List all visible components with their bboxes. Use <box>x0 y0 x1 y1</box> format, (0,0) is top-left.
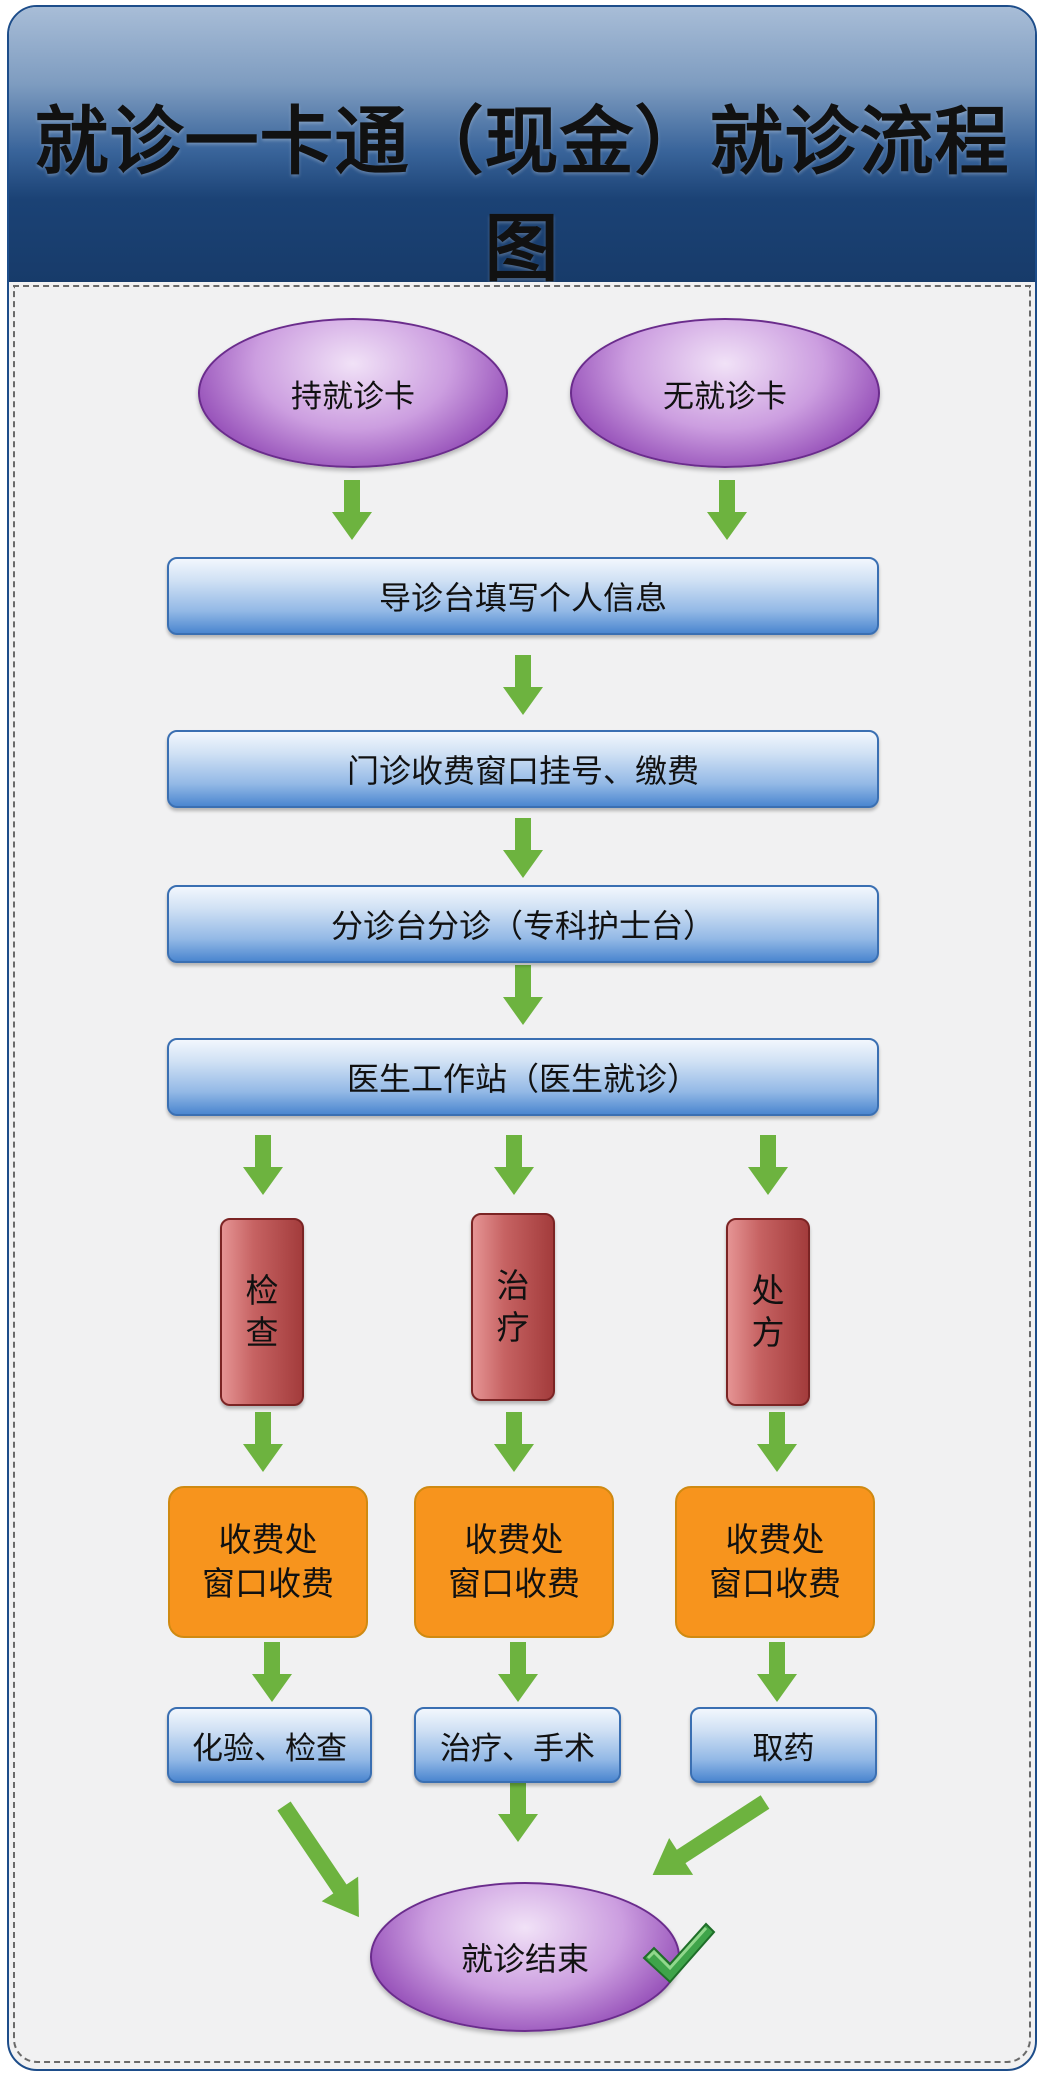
no-card-node: 无就诊卡 <box>570 318 880 468</box>
payment-label-line1: 收费处 <box>725 1520 825 1559</box>
arrow-down-icon <box>757 1642 797 1702</box>
arrow-down-icon <box>503 655 543 715</box>
arrow-diagonal-icon <box>652 1795 770 1875</box>
has-card-node: 持就诊卡 <box>198 318 508 468</box>
arrow-down-icon <box>498 1782 538 1842</box>
doctor-step: 医生工作站（医生就诊） <box>167 1038 879 1116</box>
treatment-label-char2: 疗 <box>496 1308 530 1347</box>
triage-step: 分诊台分诊（专科护士台） <box>167 885 879 963</box>
surgery-label: 治疗、手术 <box>440 1730 595 1767</box>
arrow-down-icon <box>494 1135 534 1195</box>
surgery-step: 治疗、手术 <box>414 1707 621 1783</box>
prescription-branch: 处 方 <box>726 1218 810 1406</box>
doctor-label: 医生工作站（医生就诊） <box>346 1060 699 1098</box>
lab-exam-step: 化验、检查 <box>167 1707 372 1783</box>
arrow-down-icon <box>332 480 372 540</box>
prescription-label-char2: 方 <box>751 1313 785 1352</box>
end-label: 就诊结束 <box>460 1940 589 1978</box>
payment-label-line2: 窗口收费 <box>709 1564 841 1603</box>
arrow-down-icon <box>498 1642 538 1702</box>
checkmark-icon <box>642 1922 716 1984</box>
prescription-label-char1: 处 <box>751 1271 785 1310</box>
payment-window-exam: 收费处 窗口收费 <box>168 1486 368 1638</box>
payment-window-prescription: 收费处 窗口收费 <box>675 1486 875 1638</box>
payment-window-treatment: 收费处 窗口收费 <box>414 1486 614 1638</box>
arrow-down-icon <box>494 1412 534 1472</box>
payment-label-line1: 收费处 <box>218 1520 318 1559</box>
medicine-step: 取药 <box>690 1707 877 1783</box>
arrow-down-icon <box>757 1412 797 1472</box>
exam-label-char1: 检 <box>245 1271 279 1310</box>
arrow-down-icon <box>252 1642 292 1702</box>
flow-area <box>13 285 1031 2063</box>
registration-step: 门诊收费窗口挂号、缴费 <box>167 730 879 808</box>
treatment-label-char1: 治 <box>496 1266 530 1305</box>
payment-label-line1: 收费处 <box>464 1520 564 1559</box>
arrow-down-icon <box>243 1412 283 1472</box>
registration-label: 门诊收费窗口挂号、缴费 <box>346 752 699 790</box>
medicine-label: 取药 <box>752 1730 815 1767</box>
exam-label-char2: 查 <box>245 1313 279 1352</box>
guide-desk-label: 导诊台填写个人信息 <box>378 579 667 617</box>
arrow-down-icon <box>707 480 747 540</box>
arrow-down-icon <box>243 1135 283 1195</box>
arrow-down-icon <box>748 1135 788 1195</box>
arrow-diagonal-icon <box>277 1801 359 1918</box>
no-card-label: 无就诊卡 <box>663 378 787 415</box>
exam-branch: 检 查 <box>220 1218 304 1406</box>
triage-label: 分诊台分诊（专科护士台） <box>330 907 715 945</box>
arrow-down-icon <box>503 965 543 1025</box>
arrow-down-icon <box>503 818 543 878</box>
lab-exam-label: 化验、检查 <box>192 1730 347 1767</box>
end-node: 就诊结束 <box>370 1882 680 2032</box>
payment-label-line2: 窗口收费 <box>448 1564 580 1603</box>
header-banner: 就诊一卡通（现金）就诊流程图 <box>9 7 1035 292</box>
treatment-branch: 治 疗 <box>471 1213 555 1401</box>
page-title: 就诊一卡通（现金）就诊流程图 <box>34 99 1010 292</box>
has-card-label: 持就诊卡 <box>291 378 415 415</box>
guide-desk-step: 导诊台填写个人信息 <box>167 557 879 635</box>
payment-label-line2: 窗口收费 <box>202 1564 334 1603</box>
